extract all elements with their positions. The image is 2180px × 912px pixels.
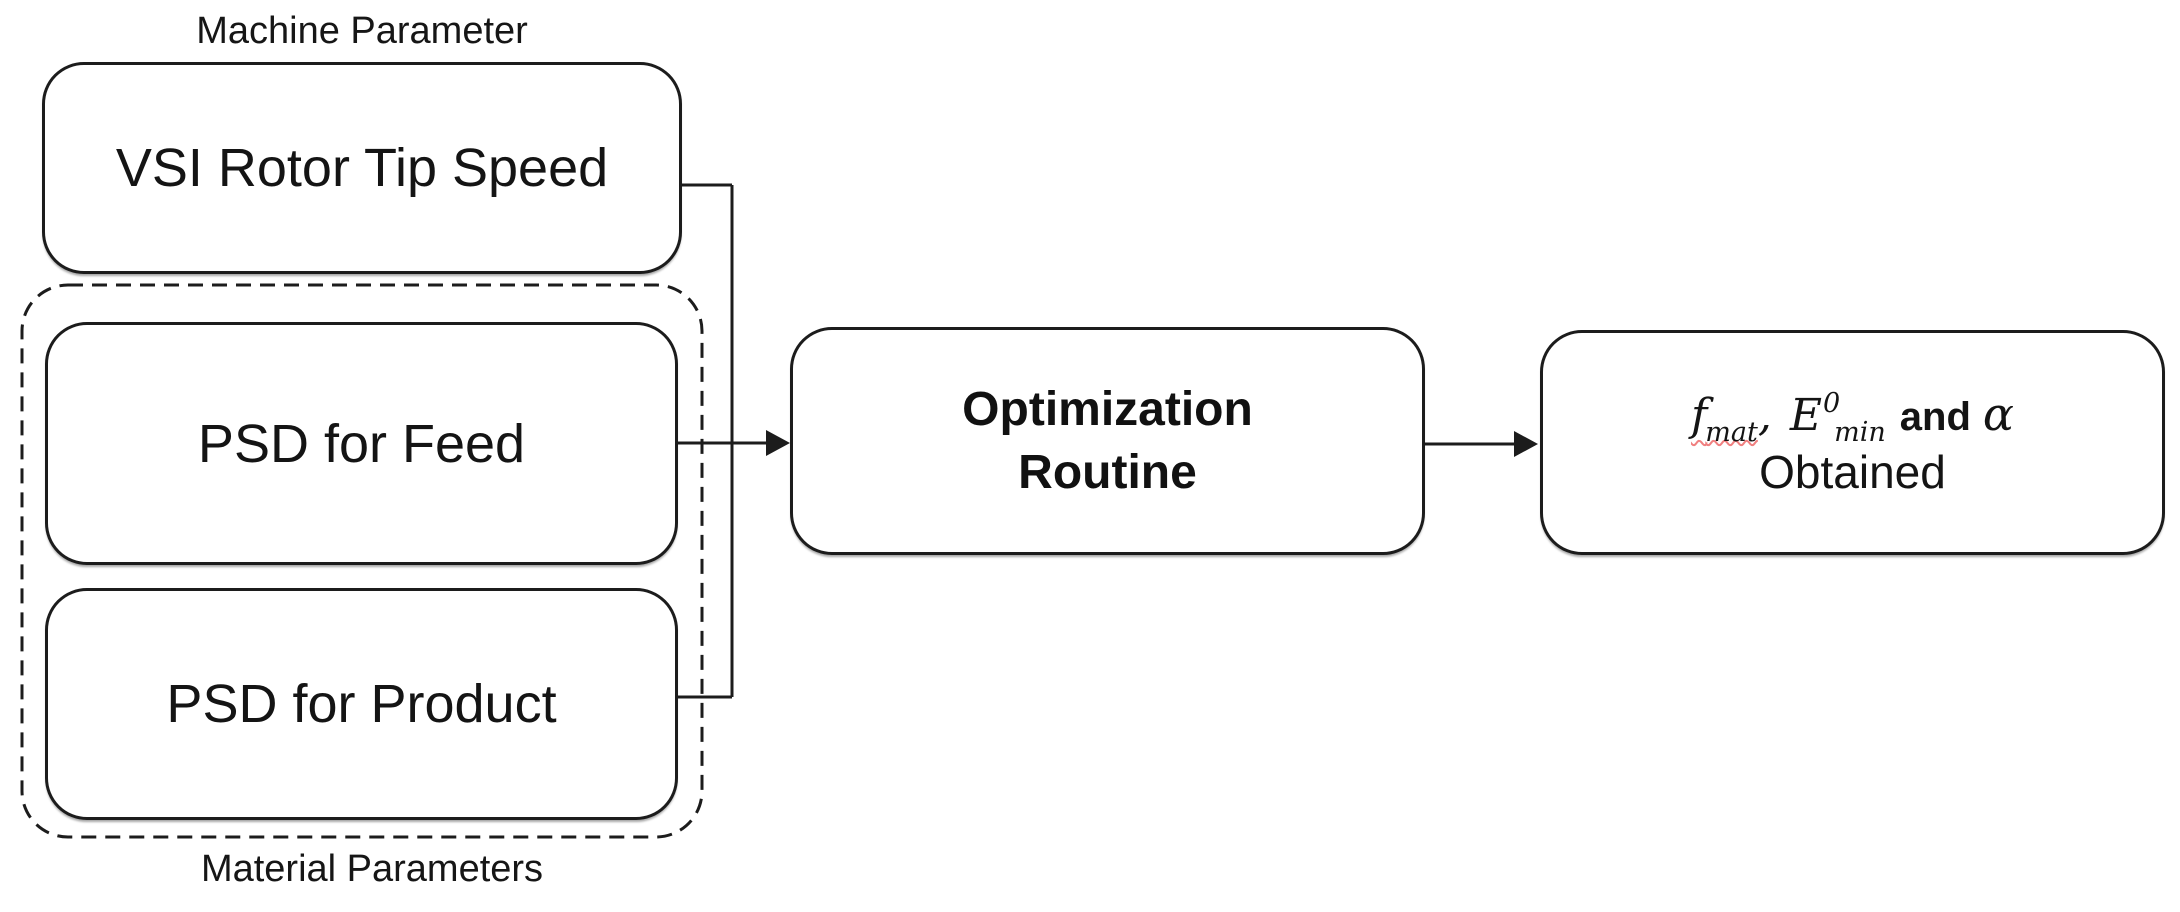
fmat-symbol: fmat (1690, 389, 1758, 448)
optimization-routine-line2: Routine (1018, 446, 1197, 499)
material-parameters-label: Material Parameters (200, 848, 544, 890)
and-word: and (1899, 394, 1971, 439)
comma: , (1757, 389, 1772, 441)
psd-for-feed-text: PSD for Feed (197, 413, 526, 474)
E-subscript: min (1834, 416, 1886, 448)
arrowhead-into-optimization (766, 430, 790, 456)
psd-for-feed-box: PSD for Feed (45, 322, 678, 565)
obtained-text: Obtained (1759, 445, 1946, 498)
optimization-routine-box: Optimization Routine (790, 327, 1425, 555)
vsi-rotor-tip-speed-box: VSI Rotor Tip Speed (42, 62, 682, 274)
E-superscript: 0 (1822, 387, 1841, 419)
alpha-symbol: α (1982, 386, 2014, 441)
optimization-routine-line1: Optimization (962, 382, 1253, 436)
E-symbol: E (1789, 389, 1822, 441)
vsi-rotor-tip-speed-text: VSI Rotor Tip Speed (115, 138, 609, 198)
material-parameters-group-outline (20, 283, 704, 839)
machine-parameter-label: Machine Parameter (196, 10, 528, 52)
psd-for-product-box: PSD for Product (45, 588, 678, 820)
arrowhead-into-output (1514, 431, 1538, 457)
psd-for-product-text: PSD for Product (166, 674, 557, 734)
fmat-subscript: mat (1705, 416, 1758, 448)
